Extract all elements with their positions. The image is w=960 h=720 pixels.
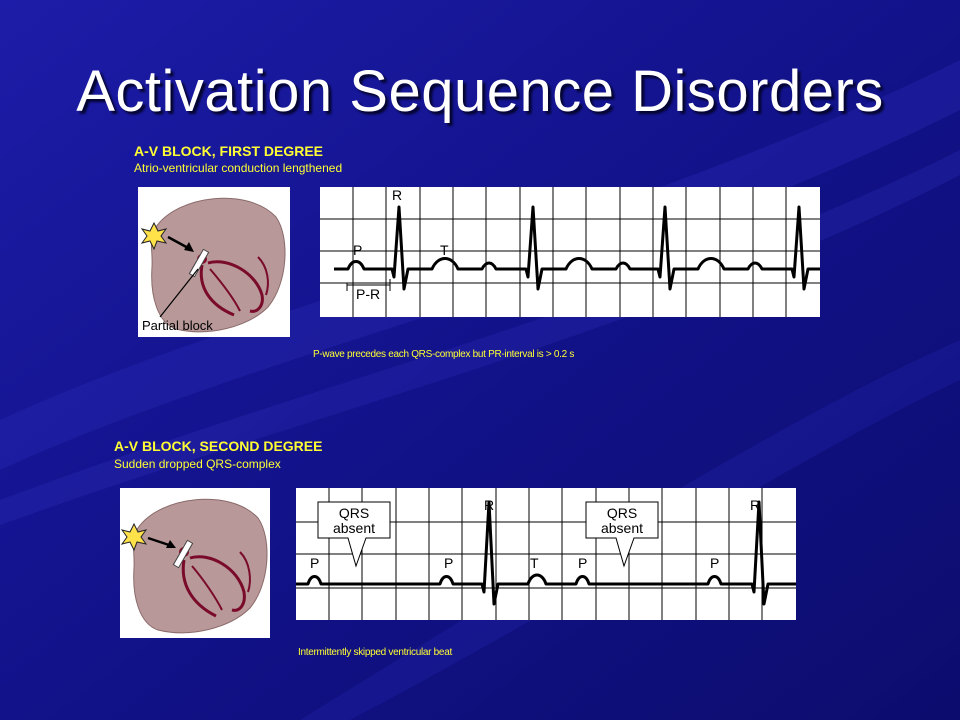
first-degree-heading: A-V BLOCK, FIRST DEGREE (134, 143, 324, 159)
ecg-trace (334, 205, 820, 291)
block-marker (172, 539, 194, 569)
conduction-path-right (189, 555, 246, 612)
ecg-label-t: T (530, 555, 539, 571)
conduction-path-right (207, 260, 264, 313)
pr-interval-bracket (346, 279, 391, 291)
qrs-absent-callout-2: QRS absent (585, 501, 659, 568)
heart-shape (132, 498, 268, 634)
second-degree-heading: A-V BLOCK, SECOND DEGREE (114, 438, 323, 454)
second-degree-ecg-strip: QRS absent QRS absent R R P P P P T (296, 488, 796, 620)
first-degree-heart-diagram: Partial block (138, 187, 290, 337)
ecg-label-r: R (484, 497, 494, 513)
ecg-label-p: P (353, 242, 362, 258)
second-degree-caption: Intermittently skipped ventricular beat (298, 647, 452, 658)
ecg-label-p: P (710, 555, 719, 571)
callout-qrs-text: QRS (339, 505, 369, 521)
ecg-label-p: P (578, 555, 587, 571)
ecg-label-r: R (392, 187, 402, 203)
callout-absent-text: absent (333, 520, 375, 536)
conduction-path-left (199, 264, 235, 317)
background-swoosh (0, 150, 960, 525)
conduction-path-left (181, 559, 217, 618)
ecg-label-t: T (440, 242, 449, 258)
partial-block-marker (188, 248, 210, 278)
first-degree-subheading: Atrio-ventricular conduction lengthened (134, 161, 343, 175)
sa-node-star-icon (140, 221, 168, 251)
second-degree-heart-diagram (120, 488, 270, 638)
qrs-absent-callout-1: QRS absent (317, 501, 391, 568)
ecg-label-r: R (750, 497, 760, 513)
callout-absent-text: absent (601, 520, 643, 536)
ecg-label-p: P (444, 555, 453, 571)
sa-node-star-icon (120, 522, 148, 552)
second-degree-subheading: Sudden dropped QRS-complex (114, 457, 281, 471)
label-pointer (159, 268, 199, 318)
partial-block-label: Partial block (142, 318, 213, 333)
ecg-label-pr: P-R (356, 286, 380, 302)
ecg-label-p: P (310, 555, 319, 571)
first-degree-ecg-strip: R P T P-R (320, 187, 820, 317)
callout-qrs-text: QRS (607, 505, 637, 521)
ecg-trace (296, 500, 796, 606)
heart-shape (150, 197, 286, 333)
first-degree-caption: P-wave precedes each QRS-complex but PR-… (313, 349, 575, 360)
slide-title: Activation Sequence Disorders (76, 59, 884, 124)
